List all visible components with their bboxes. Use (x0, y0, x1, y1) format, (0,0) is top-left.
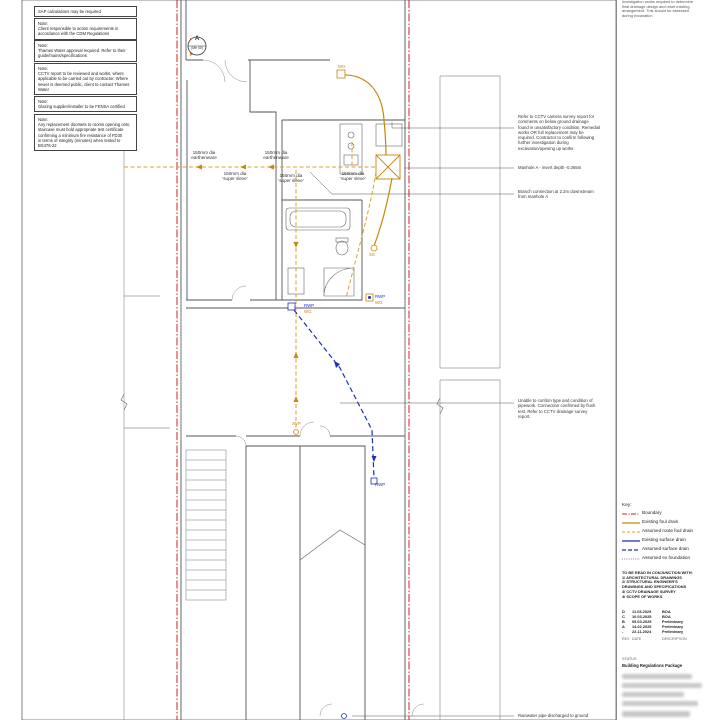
pipe-label-supersleve-1: 150mm dia'super sleve' (222, 171, 248, 182)
redacted-block (622, 674, 692, 679)
tag-wg-right: WG (375, 300, 383, 305)
tag-rwp-right: RWP (375, 294, 386, 299)
tag-wg-left: WG (304, 309, 312, 314)
drainage-plan-drawing (21, 0, 616, 720)
key-item-assumed-foul: Assumed route foul drain (622, 528, 694, 533)
panel-top-note: investigation works required to determin… (622, 0, 693, 19)
rwp-low (370, 477, 378, 485)
note-fire-doors: Note: Any replacement doorsets to rooms … (34, 114, 137, 152)
key-item-existing-surface: Existing surface drain (622, 537, 686, 542)
callout-manhole-a: Manhole A - invert depth -0.365m (518, 165, 582, 170)
wg-gully-top (336, 69, 346, 79)
manhole-a (375, 154, 401, 180)
tag-svp: SVP (292, 421, 301, 426)
staircase (185, 449, 227, 601)
pipe-label-supersleve-2: 150mm dia'super sleve' (278, 173, 304, 184)
section-marker-ref: (Mfr 00) (191, 46, 203, 50)
tag-ss: SS (369, 252, 375, 257)
title-block-panel (616, 0, 720, 720)
redacted-block (622, 711, 690, 717)
bathroom-fittings (285, 207, 355, 297)
foul-flow-arrows (196, 164, 299, 402)
assumed-surface-drain (293, 309, 375, 479)
existing-foul-drain (341, 74, 393, 247)
key-item-boundary: Boundary (622, 510, 662, 515)
svp-stack (293, 429, 299, 435)
status-value: Building Regulations Package (622, 663, 683, 668)
tag-rwp-low: RWP (375, 482, 386, 487)
sheet-border (21, 0, 616, 720)
rwp-ground (341, 713, 347, 719)
neighbour-building-right (439, 75, 501, 720)
note-sap: SAP calculations may be required (34, 6, 137, 18)
ss-stack (370, 244, 378, 252)
note-thames-water: Note: Thames Water approval required. Re… (34, 40, 137, 62)
drainage-fixtures (287, 69, 378, 719)
note-fensa: Note: Glazing supplier/installer to be F… (34, 96, 137, 113)
break-line-left (120, 393, 128, 411)
assumed-foundations (180, 300, 406, 440)
tag-wg-top: WG (338, 64, 346, 69)
surface-flow-arrows (334, 361, 377, 462)
status-label: STATUS (622, 657, 637, 661)
callout-rainwater-ground: Rainwater pipe discharged to ground (518, 713, 589, 718)
section-marker-a (187, 36, 207, 56)
read-in-conjunction: TO BE READ IN CONJUNCTION WITH:1/ ARCHIT… (622, 570, 693, 599)
callout-leaders (309, 122, 514, 717)
rwp-wg-left (287, 302, 296, 311)
note-cdm: Note: Client responsible to action requi… (34, 18, 137, 40)
pipe-label-supersleve-3: 150mm dia'super sleve' (340, 171, 366, 182)
bay-window (299, 529, 366, 561)
section-marker-letter: A (194, 36, 200, 42)
key-item-existing-foul: Existing foul drain (622, 519, 679, 524)
key-title: Key: (622, 503, 632, 508)
redacted-block (622, 701, 698, 706)
redacted-block (622, 683, 702, 688)
redacted-block (622, 692, 684, 697)
key-item-assumed-surface: Assumed surface drain (622, 546, 689, 551)
house-walls (180, 0, 406, 720)
kitchen-units (339, 123, 403, 175)
break-line-right (436, 397, 444, 415)
door-swings (202, 59, 425, 717)
neighbour-building-left (123, 120, 170, 720)
tag-rwp-left: RWP (304, 303, 315, 308)
assumed-foul-drain (124, 142, 377, 430)
note-cctv: Note: CCTV report to be reviewed and wor… (34, 63, 137, 96)
key-item-assumed-foundation: Assumed ex foundation (622, 555, 691, 560)
